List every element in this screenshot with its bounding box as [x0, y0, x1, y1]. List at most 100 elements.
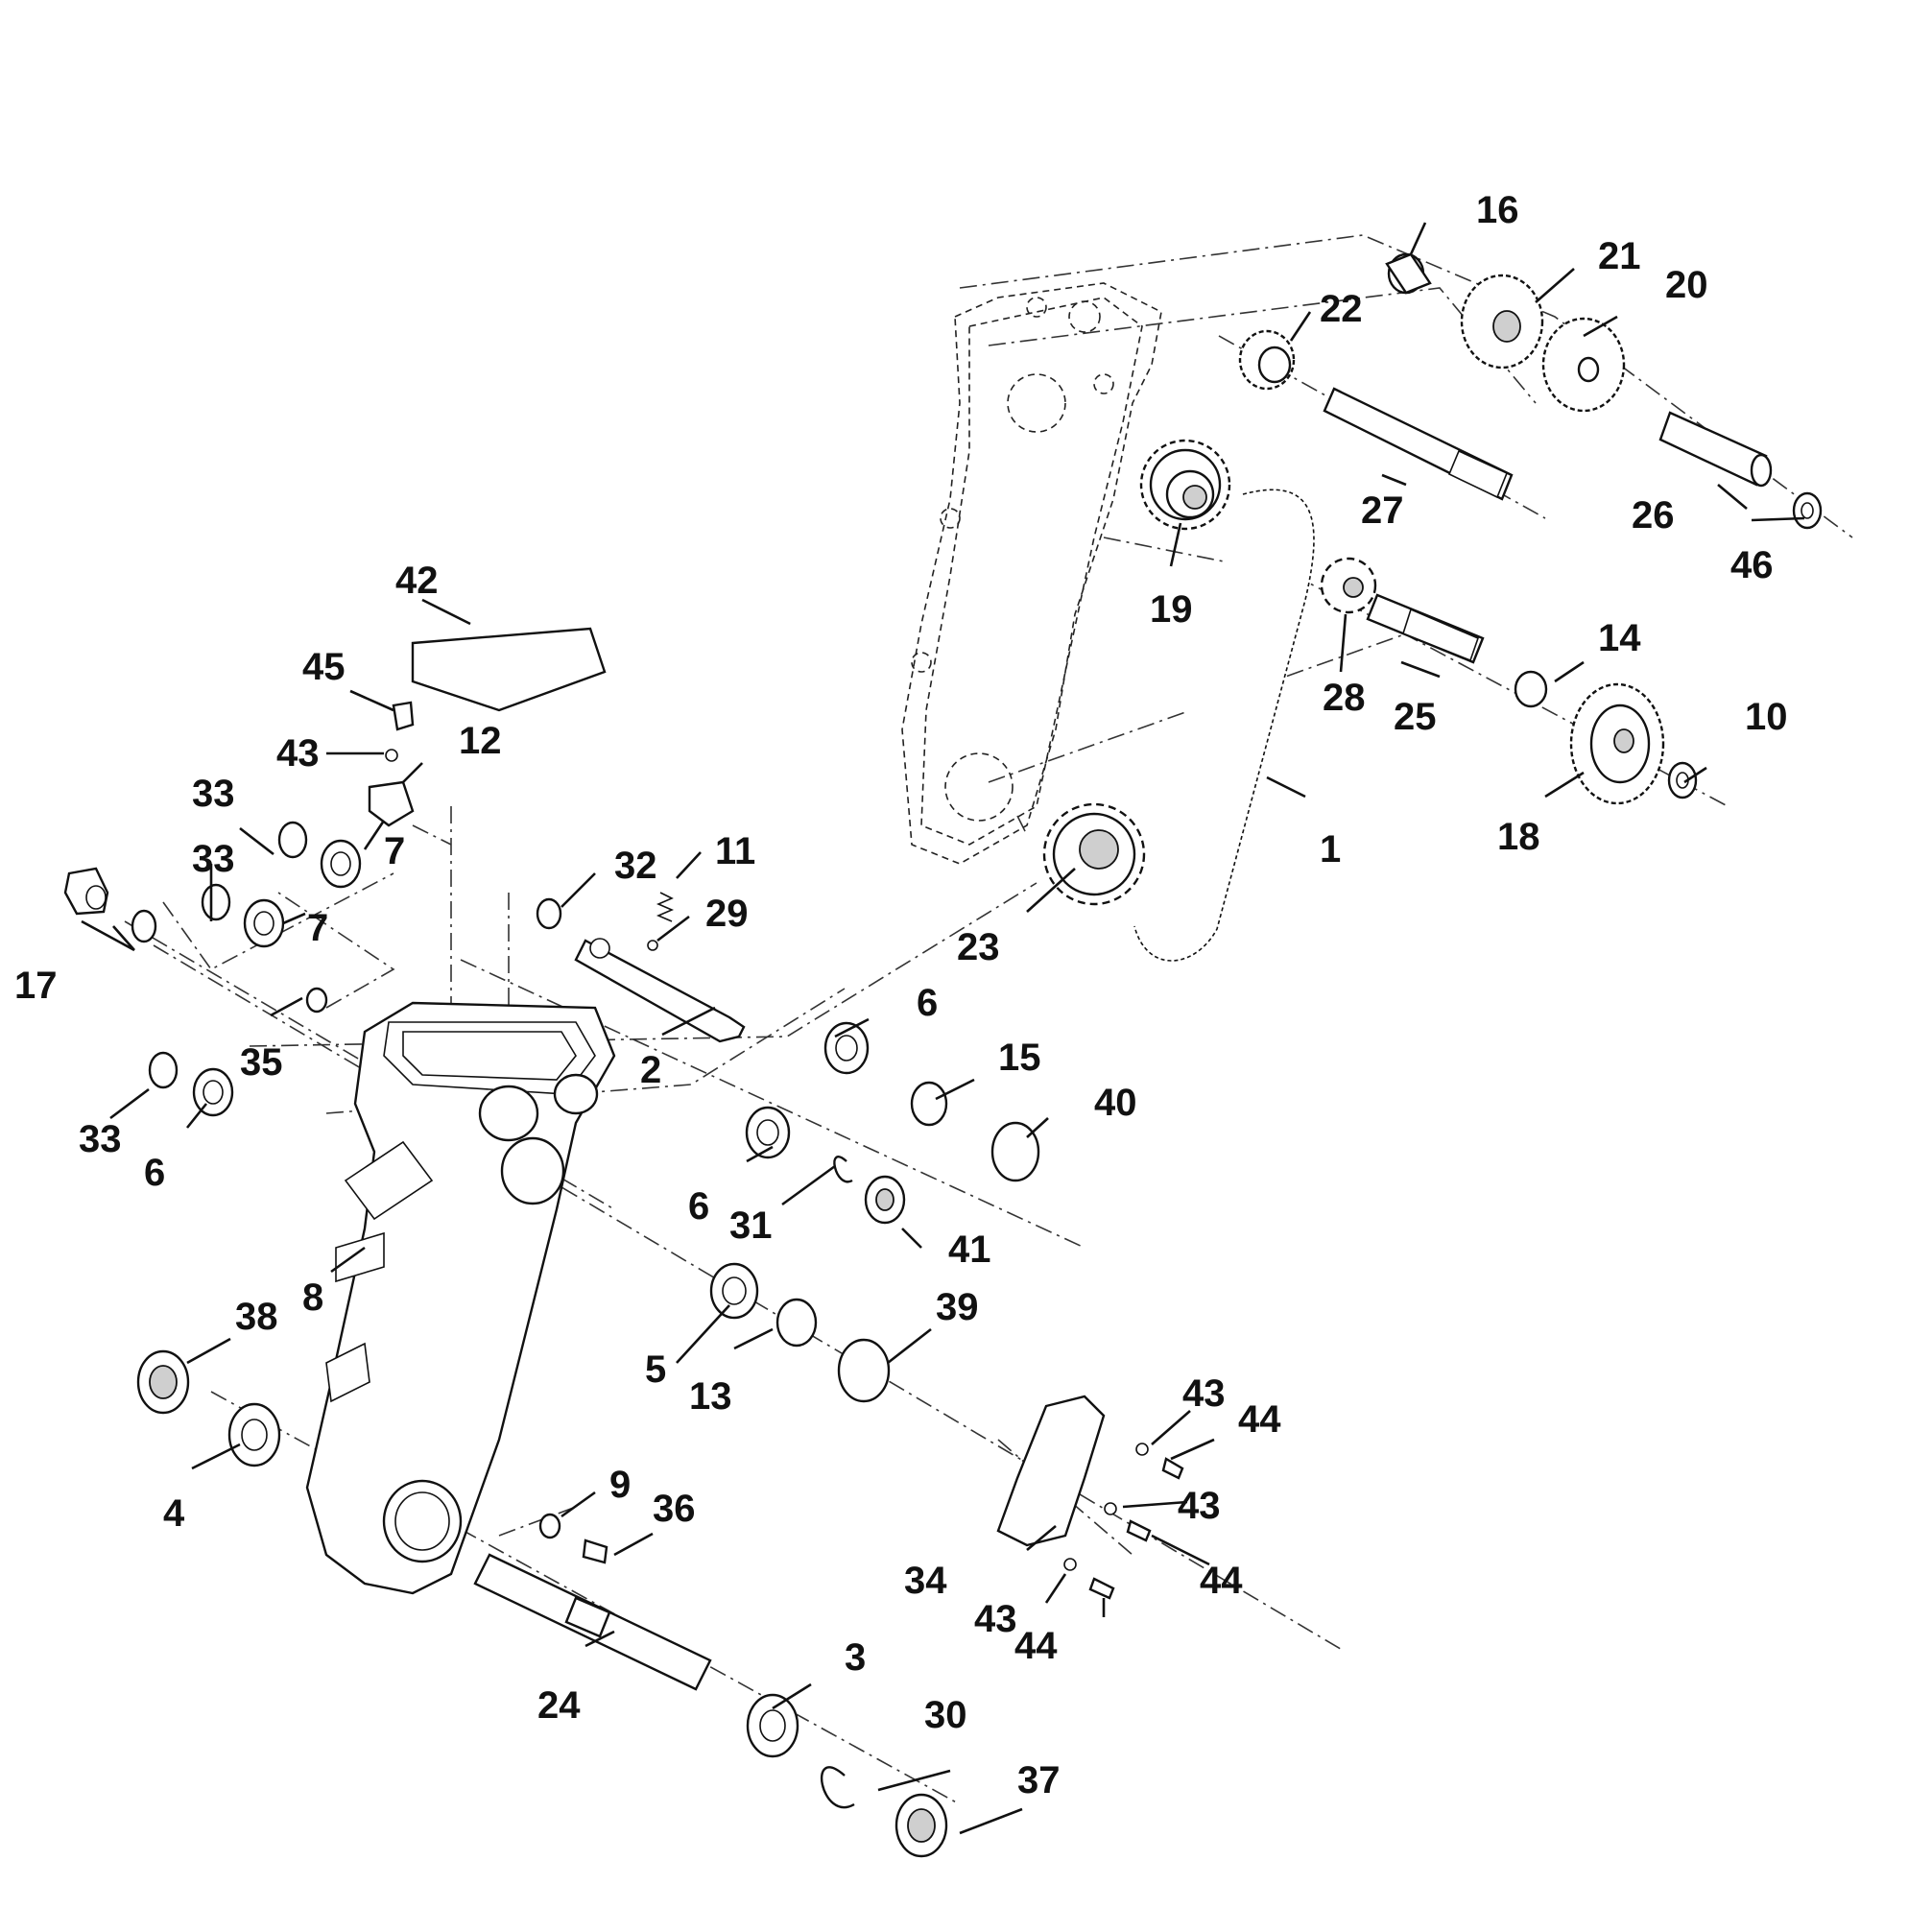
callout-22: 22 — [1320, 288, 1363, 330]
callout-44-a: 44 — [1238, 1398, 1281, 1441]
callout-6-left: 6 — [144, 1152, 165, 1194]
ring-part-33-a — [277, 821, 308, 859]
chain-case-cover-ghost — [901, 282, 1162, 865]
callout-5: 5 — [645, 1348, 666, 1391]
callout-14: 14 — [1598, 617, 1641, 659]
callout-27: 27 — [1361, 489, 1404, 532]
callout-3: 3 — [845, 1636, 866, 1679]
roller-chain-part-1 — [1133, 489, 1315, 962]
callout-40: 40 — [1094, 1082, 1137, 1124]
callout-44-c: 44 — [1014, 1625, 1058, 1667]
callout-24: 24 — [537, 1684, 581, 1727]
washer-part-10 — [1667, 761, 1698, 799]
seal-part-38 — [136, 1349, 190, 1415]
callout-45: 45 — [302, 646, 346, 688]
cover-plate-part-34 — [996, 1395, 1106, 1547]
seal-part-41 — [864, 1175, 906, 1225]
shift-fork-part-12 — [368, 780, 415, 827]
bushing-part-13 — [775, 1298, 818, 1348]
shaft-part-26 — [1658, 411, 1773, 488]
callout-43-a: 43 — [1182, 1372, 1226, 1415]
oring-part-35 — [305, 987, 328, 1014]
callout-labels: 1 2 3 4 5 6 6 6 6 7 7 8 9 10 11 12 13 14… — [14, 189, 1788, 1801]
callout-25: 25 — [1394, 696, 1437, 738]
callout-28: 28 — [1323, 677, 1366, 719]
callout-35: 35 — [240, 1041, 283, 1084]
callout-30: 30 — [924, 1694, 967, 1736]
callout-20: 20 — [1665, 264, 1708, 306]
callout-8: 8 — [302, 1276, 323, 1319]
gear-part-22 — [1238, 329, 1296, 391]
seal-part-37 — [894, 1793, 948, 1858]
spring-part-11 — [656, 892, 675, 922]
bushing-part-14 — [1514, 670, 1548, 708]
washer-part-43-d — [385, 749, 398, 762]
callout-43-b: 43 — [1178, 1485, 1221, 1527]
callout-19: 19 — [1150, 588, 1193, 631]
bearing-part-4 — [227, 1402, 281, 1467]
callout-44-b: 44 — [1200, 1560, 1243, 1602]
sprocket-part-28 — [1320, 557, 1377, 614]
callout-38: 38 — [235, 1296, 278, 1338]
bearing-part-6-left — [192, 1067, 234, 1117]
callout-31: 31 — [729, 1205, 773, 1247]
bolt-part-44-c — [1088, 1577, 1115, 1600]
oring-part-39 — [837, 1338, 891, 1403]
callout-17: 17 — [14, 965, 58, 1007]
callout-18: 18 — [1497, 816, 1540, 858]
bearing-part-7-lower — [243, 898, 285, 948]
gear-part-20 — [1541, 317, 1626, 413]
callout-13: 13 — [689, 1375, 732, 1418]
callout-15: 15 — [998, 1037, 1041, 1079]
bushing-part-15 — [910, 1081, 948, 1127]
callout-2: 2 — [640, 1049, 661, 1091]
breather-part-17 — [63, 867, 109, 916]
callout-33-a: 33 — [192, 773, 235, 815]
callout-33-c: 33 — [79, 1118, 122, 1160]
gear-part-19 — [1139, 439, 1231, 531]
shaft-part-27 — [1323, 387, 1514, 501]
gear-part-18 — [1569, 682, 1665, 805]
callout-12: 12 — [459, 720, 502, 762]
bearing-part-5 — [709, 1262, 759, 1320]
callout-9: 9 — [609, 1464, 631, 1506]
bolt-part-44-b — [1126, 1519, 1152, 1542]
callout-43-d: 43 — [276, 732, 320, 775]
callout-42: 42 — [395, 560, 439, 602]
bolt-part-45 — [392, 701, 415, 731]
circlip-part-30 — [820, 1766, 855, 1808]
shaft-part-25 — [1366, 593, 1485, 664]
callout-26: 26 — [1632, 494, 1675, 537]
gear-part-21 — [1460, 274, 1544, 370]
circlip-part-31 — [833, 1156, 853, 1183]
oring-part-9 — [538, 1513, 561, 1539]
callout-7-lower: 7 — [307, 907, 328, 949]
callout-7-upper: 7 — [384, 830, 405, 872]
callout-21: 21 — [1598, 235, 1641, 277]
bushing-part-16 — [1385, 252, 1432, 295]
bearing-part-7-upper — [320, 839, 362, 889]
callout-37: 37 — [1017, 1759, 1061, 1801]
washer-part-17 — [131, 909, 157, 943]
ring-part-33-c — [148, 1051, 179, 1089]
callout-10: 10 — [1745, 696, 1788, 738]
callout-36: 36 — [653, 1488, 696, 1530]
bearing-part-3 — [746, 1693, 799, 1758]
callout-4: 4 — [163, 1492, 185, 1535]
bearing-part-6-mid — [745, 1106, 791, 1159]
callout-16: 16 — [1476, 189, 1519, 231]
bolt-part-44-a — [1161, 1457, 1184, 1480]
callout-6-center: 6 — [917, 982, 938, 1024]
plug-part-36 — [582, 1538, 608, 1564]
callout-39: 39 — [936, 1286, 979, 1328]
gear-housing-part-8 — [305, 1001, 616, 1595]
shift-rod-part-2 — [574, 938, 746, 1043]
washer-part-46 — [1792, 491, 1823, 530]
shaft-part-24 — [473, 1553, 712, 1691]
callout-29: 29 — [705, 893, 749, 935]
callout-23: 23 — [957, 926, 1000, 968]
washer-part-43-a — [1135, 1443, 1149, 1456]
callout-6-mid: 6 — [688, 1185, 709, 1228]
leader-lines — [81, 222, 1805, 1835]
washer-part-43-c — [1063, 1558, 1077, 1571]
